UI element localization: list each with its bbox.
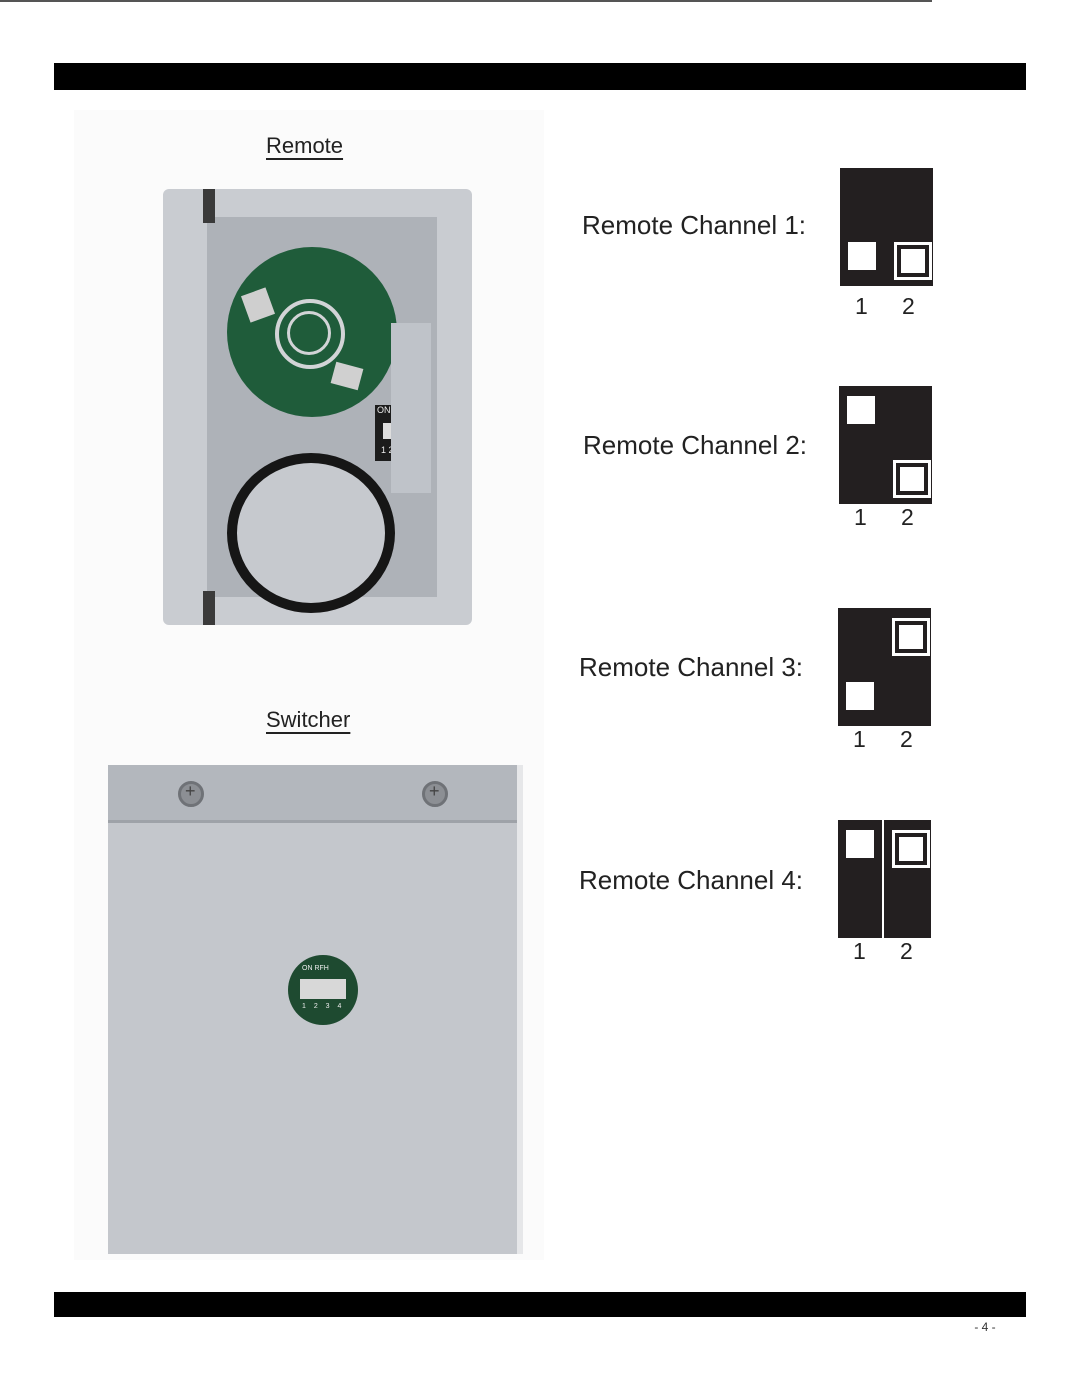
battery-spring-inner <box>287 311 331 355</box>
remote-ledge <box>391 323 431 493</box>
remote-hook-bottom <box>203 591 215 625</box>
channel-3-label: Remote Channel 3: <box>579 652 804 682</box>
remote-caption: Remote <box>266 133 344 158</box>
footer-bar <box>54 1292 1026 1317</box>
channel-1-label: Remote Channel 1: <box>582 210 807 240</box>
channel-4-label: Remote Channel 4: <box>579 865 804 895</box>
switch-number-2: 2 <box>900 938 913 964</box>
header-bar <box>54 63 1026 90</box>
remote-dip-on-label: ON <box>377 405 391 415</box>
remote-hook-top <box>203 189 215 223</box>
dip-divider <box>882 820 884 938</box>
battery-contact-board <box>227 247 397 417</box>
remote-dip-key-1 <box>383 423 392 439</box>
battery-clip <box>330 361 364 391</box>
channel-2-switch-2 <box>893 460 931 498</box>
screw-icon <box>178 781 204 807</box>
battery-clip <box>240 287 276 323</box>
switcher-lid <box>108 765 523 823</box>
channel-4-switch-1 <box>846 830 874 858</box>
battery-spring <box>275 299 345 369</box>
channel-3-dip-diagram <box>838 608 931 726</box>
channel-1-switch-1 <box>848 242 876 270</box>
switch-number-1: 1 <box>853 726 866 752</box>
channel-4-switch-2 <box>892 830 930 868</box>
remote-dip-key-labels: 1 2 <box>381 445 394 455</box>
switch-number-1: 1 <box>854 504 867 530</box>
switcher-dip-switch: ON RFH 1 2 3 4 <box>288 955 358 1025</box>
switch-number-2: 2 <box>900 726 913 752</box>
channel-4-dip-diagram <box>838 820 931 938</box>
page-number: - 4 - <box>974 1320 996 1334</box>
switch-number-1: 1 <box>853 938 866 964</box>
channel-1-switch-2 <box>894 242 932 280</box>
footer-rule <box>0 0 932 2</box>
switcher-dip-on-label: ON RFH <box>302 965 329 972</box>
switcher-dip-keys <box>300 979 346 999</box>
channel-3-switch-2 <box>892 618 930 656</box>
channel-2-dip-diagram <box>839 386 932 504</box>
channel-2-switch-1 <box>847 396 875 424</box>
battery-holder <box>227 453 395 613</box>
screw-icon <box>422 781 448 807</box>
switcher-edge <box>517 765 523 1254</box>
channel-1-dip-diagram <box>840 168 933 286</box>
switch-number-1: 1 <box>855 293 868 319</box>
switcher-photo: ON RFH 1 2 3 4 <box>108 765 523 1254</box>
channel-3-switch-1 <box>846 682 874 710</box>
switcher-dip-key-labels: 1 2 3 4 <box>302 1003 345 1010</box>
channel-2-label: Remote Channel 2: <box>583 430 808 460</box>
switcher-caption: Switcher <box>266 707 351 732</box>
remote-photo: ON 1 2 <box>163 189 472 625</box>
switch-number-2: 2 <box>901 504 914 530</box>
switch-number-2: 2 <box>902 293 915 319</box>
